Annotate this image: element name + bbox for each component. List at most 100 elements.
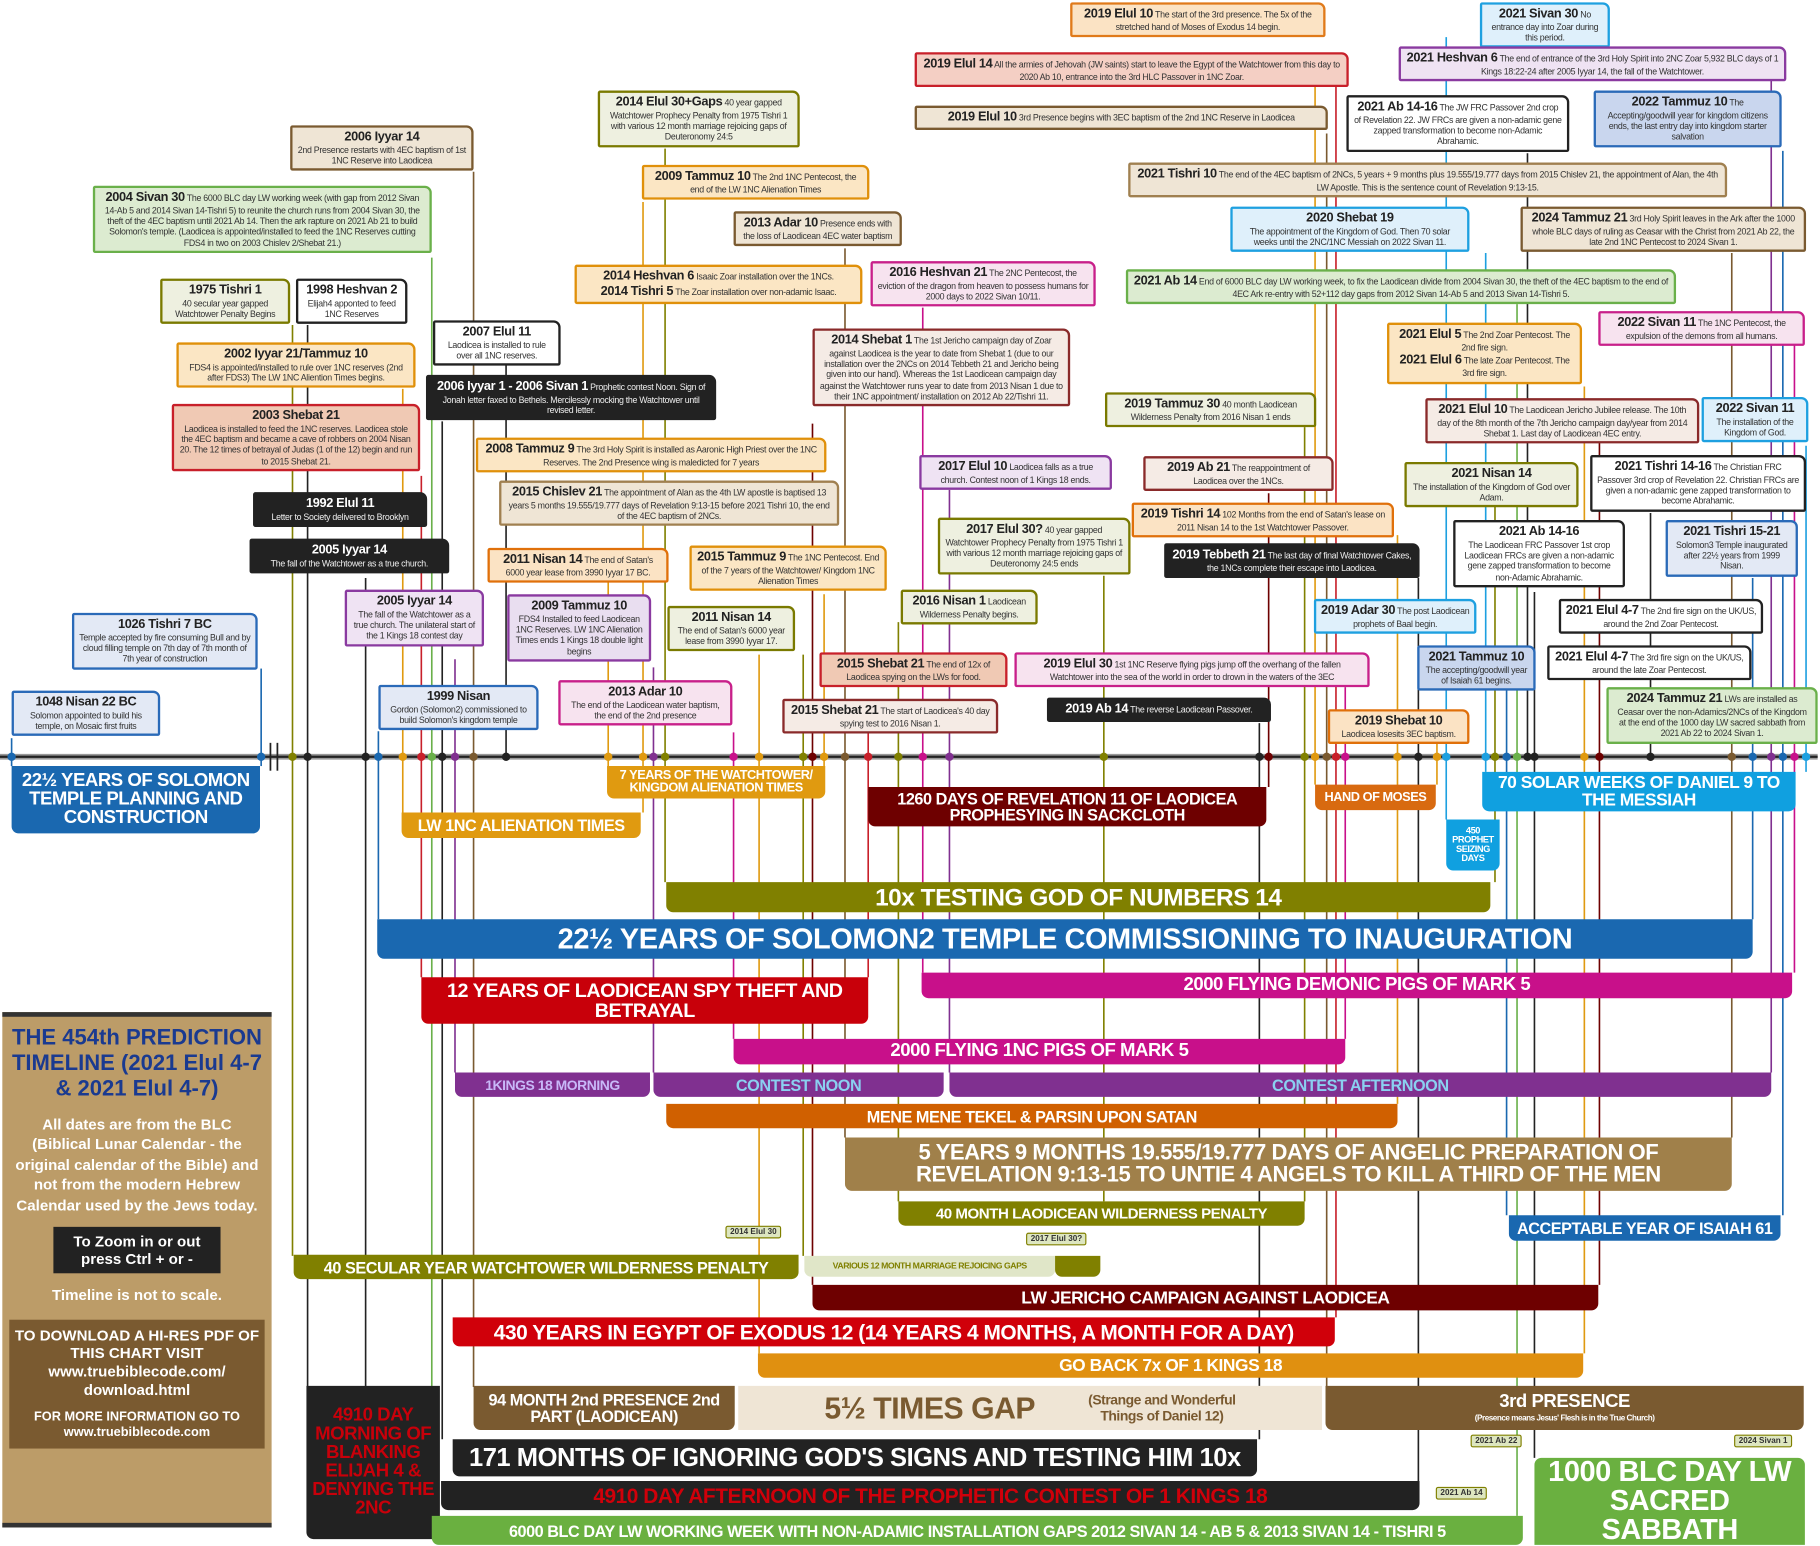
event-text: The 1NC Pentecost, the expulsion of the … bbox=[1625, 318, 1786, 342]
event-box: 2015 Tammuz 9 The 1NC Pentecost. End of … bbox=[689, 545, 887, 592]
more-info-link[interactable]: FOR MORE INFORMATION GO TO www.truebible… bbox=[33, 1410, 240, 1440]
event-date: 2015 Shebat 21 bbox=[790, 703, 879, 718]
event-box: 2019 Elul 14 All the armies of Jehovah (… bbox=[914, 52, 1349, 88]
event-text: The installation of the Kingdom of God. bbox=[1716, 416, 1794, 438]
bar-marriage-gaps: VARIOUS 12 MONTH MARRIAGE REJOICING GAPS bbox=[804, 1255, 1056, 1277]
event-date: 1026 Tishri 7 BC bbox=[118, 617, 212, 632]
event-text: The appointment of Alan as the 4th LW ap… bbox=[508, 487, 830, 522]
event-text: Laodicea falls as a true church. Contest… bbox=[940, 461, 1094, 486]
timeline-dot bbox=[1778, 752, 1788, 761]
timeline-dot bbox=[1393, 752, 1402, 761]
event-text: Laodicea is installed to rule over all 1… bbox=[447, 340, 546, 362]
timeline-dot bbox=[754, 752, 764, 761]
event-date: 2021 Elul 10 bbox=[1438, 402, 1508, 417]
event-box: 2019 Tammuz 30 40 month Laodicean Wilder… bbox=[1104, 392, 1317, 428]
info-sidebar: THE 454th PREDICTION TIMELINE (2021 Elul… bbox=[2, 1012, 272, 1528]
timeline-dot bbox=[438, 752, 447, 761]
timeline-dot bbox=[1523, 752, 1532, 761]
timeline-dot bbox=[1310, 752, 1320, 761]
event-date: 2002 Iyyar 21/Tammuz 10 bbox=[224, 347, 368, 361]
event-box: 2021 Elul 5 The 2nd Zoar Pentecost. The … bbox=[1387, 322, 1583, 384]
event-date: 1999 Nisan bbox=[426, 689, 491, 704]
event-date: 2024 Tammuz 21 bbox=[1626, 691, 1723, 706]
event-box: 2021 Elul 4-7 The 2nd fire sign on the U… bbox=[1558, 598, 1764, 635]
event-date: 2019 Adar 30 bbox=[1320, 603, 1396, 618]
event-date: 2021 Ab 14-16 bbox=[1357, 99, 1438, 114]
event-box: 2021 Elul 4-7 The 3rd fire sign on the U… bbox=[1547, 645, 1752, 681]
event-text: Laodicea is installed to feed the 1NC re… bbox=[179, 423, 413, 467]
event-text: The reverse Laodicean Passover. bbox=[1130, 704, 1253, 715]
event-date: 2016 Nisan 1 bbox=[912, 594, 986, 609]
event-text: The Accepting/goodwill year for kingdom … bbox=[1607, 97, 1768, 143]
event-text: The fall of the Watchtower as a true chu… bbox=[353, 609, 475, 642]
event-date: 2019 Tammuz 30 bbox=[1124, 396, 1221, 411]
bar-3rd-presence: 3rd PRESENCE(Presence means Jesus' Flesh… bbox=[1325, 1385, 1804, 1430]
event-date: 2019 Elul 10 bbox=[947, 110, 1017, 125]
event-text: The late Zoar Pentecost. The 3rd fire si… bbox=[1462, 355, 1570, 379]
timeline-dot bbox=[361, 752, 370, 761]
event-text: The end of Satan's 6000 year lease from … bbox=[677, 625, 786, 647]
timeline-title: THE 454th PREDICTION TIMELINE (2021 Elul… bbox=[11, 1026, 262, 1102]
event-box: 2021 Tishri 14-16 The Christian FRC Pass… bbox=[1590, 454, 1807, 512]
event-date: 2014 Tishri 5 bbox=[600, 284, 674, 299]
bar-mene-mene: MENE MENE TEKEL & PARSIN UPON SATAN bbox=[666, 1103, 1398, 1129]
event-date: 1998 Heshvan 2 bbox=[306, 283, 398, 298]
event-box: 2009 Tammuz 10 The 2nd 1NC Pentecost, th… bbox=[641, 164, 870, 200]
event-box: 2015 Shebat 21 The end of 12x of Laodice… bbox=[819, 652, 1008, 688]
event-text: Prophetic contest Noon. Sign of Jonah le… bbox=[442, 381, 706, 416]
event-date: 2005 Iyyar 14 bbox=[376, 594, 452, 609]
event-text: The 3rd fire sign on the UK/US, around t… bbox=[1592, 652, 1744, 676]
event-text: The post Laodicean prophets of Baal begi… bbox=[1353, 605, 1470, 630]
download-link[interactable]: TO DOWNLOAD A HI-RES PDF OF THIS CHART V… bbox=[14, 1326, 260, 1399]
event-text: The end of the Laodicean water baptism, … bbox=[571, 700, 720, 722]
event-date: 2014 Elul 30+Gaps bbox=[615, 95, 723, 110]
event-box: 2015 Chislev 21 The appointment of Alan … bbox=[499, 480, 840, 527]
event-box: 2013 Adar 10 Presence ends with the loss… bbox=[733, 211, 902, 247]
event-date: 2021 Tishri 15-21 bbox=[1683, 524, 1781, 539]
event-text: 3rd Holy Spirit leaves in the Ark after … bbox=[1532, 213, 1795, 248]
event-box: 2022 Sivan 11 The 1NC Pentecost, the exp… bbox=[1598, 311, 1805, 347]
event-date: 2011 Nisan 14 bbox=[691, 610, 772, 625]
event-date: 2013 Adar 10 bbox=[743, 215, 818, 230]
timeline-dot bbox=[1748, 752, 1757, 761]
timeline-dot bbox=[374, 752, 383, 761]
event-date: 2021 Ab 14-16 bbox=[1498, 524, 1580, 539]
event-box: 2022 Tammuz 10 The Accepting/goodwill ye… bbox=[1593, 90, 1782, 147]
bar-secular-wilderness: 40 SECULAR YEAR WATCHTOWER WILDERNESS PE… bbox=[293, 1254, 799, 1280]
timeline-dot bbox=[1790, 752, 1799, 761]
timeline-dot bbox=[840, 752, 850, 761]
event-text: 3rd Presence begins with 3EC baptism of … bbox=[1018, 112, 1295, 124]
times-gap-subtitle: (Strange and Wonderful Things of Daniel … bbox=[1088, 1391, 1236, 1425]
event-date: 2021 Tammuz 10 bbox=[1428, 649, 1525, 664]
bar-prophet-seizing: 450 PROPHET SEIZING DAYS bbox=[1446, 819, 1500, 871]
event-box: 2021 Ab 14-16 The JW FRC Passover 2nd cr… bbox=[1346, 95, 1570, 152]
timeline-dot bbox=[1727, 752, 1736, 761]
event-box: 2016 Heshvan 21 The 2NC Pentecost, the e… bbox=[870, 261, 1096, 307]
bar-times-gap: 5½ TIMES GAP(Strange and Wonderful Thing… bbox=[738, 1385, 1323, 1430]
tag-2024-sivan-1: 2024 Sivan 1 bbox=[1734, 1434, 1793, 1448]
bar-4910-afternoon: 4910 DAY AFTERNOON OF THE PROPHETIC CONT… bbox=[441, 1481, 1420, 1511]
event-text: The 2nd 1NC Pentecost, the end of the LW… bbox=[690, 171, 857, 196]
event-box: 2021 Sivan 30 No entrance day into Zoar … bbox=[1479, 2, 1610, 49]
event-date: 2022 Sivan 11 bbox=[1715, 401, 1795, 416]
bar-laodicean-wilderness: 40 MONTH LAODICEAN WILDERNESS PENALTY bbox=[898, 1201, 1305, 1226]
3rd-presence-label: 3rd PRESENCE bbox=[1499, 1391, 1630, 1412]
event-text: The last day of final Watchtower Cakes, … bbox=[1207, 550, 1412, 574]
event-date: 2013 Adar 10 bbox=[608, 684, 683, 699]
timeline-dot bbox=[288, 752, 297, 761]
bar-solomon-planning: 22½ YEARS OF SOLOMON TEMPLE PLANNING AND… bbox=[11, 766, 260, 834]
event-date: 2024 Tammuz 21 bbox=[1531, 211, 1628, 226]
event-box: 2019 Tishri 14 102 Months from the end o… bbox=[1131, 502, 1395, 538]
timeline-dot bbox=[1331, 752, 1341, 761]
